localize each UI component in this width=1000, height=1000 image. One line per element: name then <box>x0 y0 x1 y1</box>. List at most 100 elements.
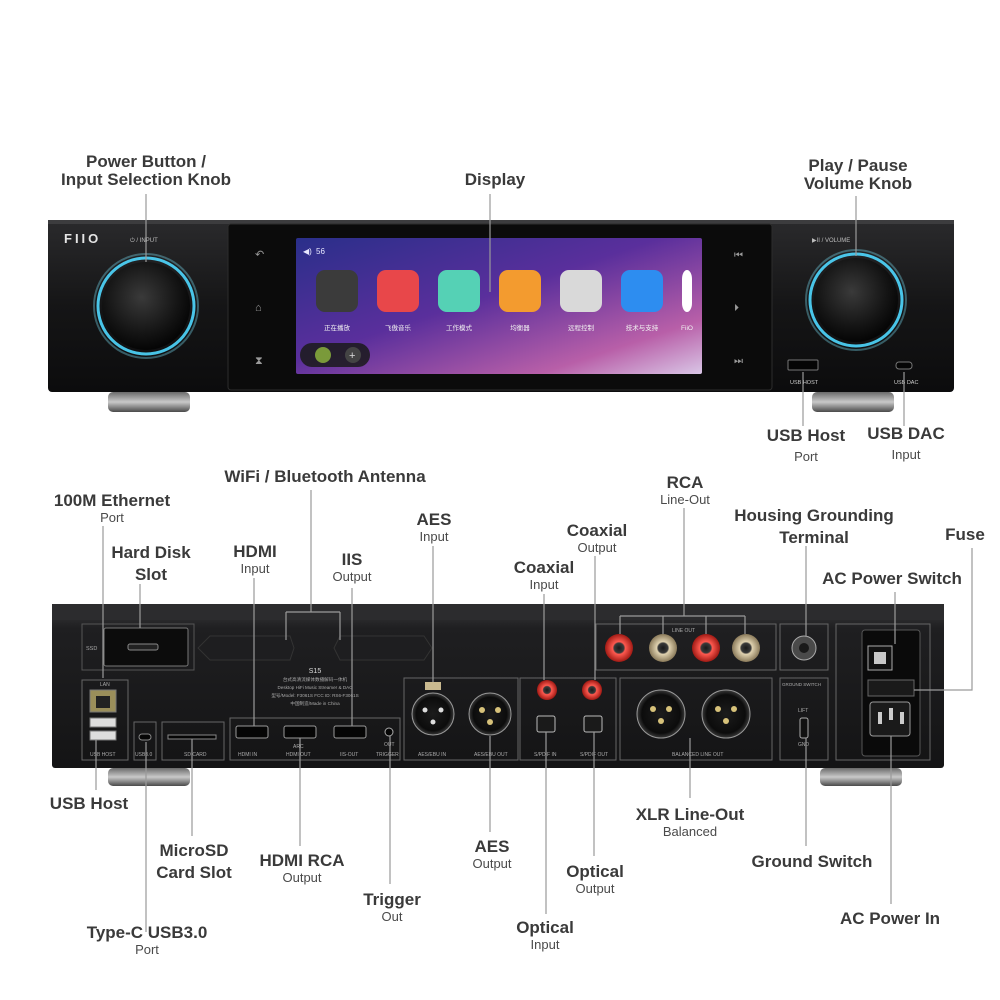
back-icon[interactable]: ↶ <box>255 249 264 261</box>
volume-knob[interactable] <box>805 249 907 351</box>
add-icon[interactable] <box>345 347 361 363</box>
microsd-slot[interactable] <box>167 734 217 740</box>
app-tile-gear-icon[interactable]: 技术与支持 <box>621 270 663 332</box>
callout-aes-output: AES Output <box>472 837 511 871</box>
usb-dac-port[interactable] <box>895 361 913 370</box>
rca-out-1-right[interactable] <box>605 634 633 662</box>
callout-title: Coaxial <box>513 558 575 577</box>
iis-out-tag: IIS-OUT <box>340 752 358 758</box>
coaxial-input-jack[interactable] <box>537 680 557 700</box>
callout-optical-output: Optical Output <box>566 862 624 897</box>
callout-title: HDMI RCA <box>259 851 345 870</box>
callout-title: Display <box>464 170 526 189</box>
usb-host-port-1[interactable] <box>89 717 117 728</box>
model-label-line: Desktop HiFi Music Streamer & DAC <box>277 685 353 690</box>
menu-icon[interactable]: ⧗ <box>255 355 263 367</box>
gnd-tag: GND <box>798 742 810 748</box>
lift-tag: LIFT <box>798 708 808 714</box>
xlr-out-left[interactable] <box>701 689 751 739</box>
front-foot-left <box>108 392 190 412</box>
rca-out-2-left[interactable] <box>732 634 760 662</box>
callout-subtitle: Port <box>135 942 159 958</box>
ground-switch[interactable] <box>799 717 809 739</box>
callout-title: Fuse <box>945 525 985 544</box>
callout-title: Hard Disk Slot <box>111 543 191 585</box>
xlr-out-right[interactable] <box>636 689 686 739</box>
hdmi-input-port[interactable] <box>235 725 269 739</box>
callout-title: Optical <box>566 862 624 881</box>
callout-ethernet: 100M Ethernet Port <box>54 491 170 526</box>
callout-iis-output: IIS Output <box>332 550 372 585</box>
model-label-line: 台式高清流媒体数播解码一体机 <box>283 676 348 683</box>
optical-output-jack[interactable] <box>583 715 603 733</box>
usb-host-port-2[interactable] <box>89 730 117 741</box>
hdmi-arc-port[interactable] <box>283 725 317 739</box>
callout-title: Trigger <box>363 890 421 909</box>
power-input-label: ⏻ / INPUT <box>130 237 158 244</box>
callout-subtitle: Balanced <box>662 824 718 840</box>
callout-subtitle: Line-Out <box>660 492 710 508</box>
callout-power-button: Power Button / Input Selection Knob <box>61 152 231 190</box>
callout-coaxial-output: Coaxial Output <box>566 521 628 555</box>
brand-logo: FIIO <box>64 231 101 246</box>
callout-title: AES <box>416 510 452 529</box>
callout-ground-switch: Ground Switch <box>751 852 873 871</box>
coaxial-output-jack[interactable] <box>582 680 602 700</box>
callout-subtitle: Port <box>100 510 124 526</box>
play-icon[interactable]: ⏵ <box>734 303 739 314</box>
app-tile-equalizer-icon[interactable]: 均衡器 <box>499 270 541 332</box>
callout-subtitle: Output <box>332 569 372 585</box>
app-tile-dots-icon[interactable]: 工作模式 <box>438 270 480 332</box>
svg-text:56: 56 <box>316 247 325 256</box>
rear-foot-left <box>108 768 190 786</box>
callout-usb-host-front: USB Host Port <box>766 426 846 464</box>
callout-subtitle: Input <box>240 561 270 577</box>
callout-typec: Type-C USB3.0 Port <box>87 923 208 958</box>
rear-foot-right <box>820 768 902 786</box>
callout-title: Ground Switch <box>751 852 873 871</box>
callout-title: MicroSD Card Slot <box>156 841 232 883</box>
aes-input-jack[interactable] <box>411 692 455 736</box>
front-panel: FIIO ⏻ / INPUT ↶ ⌂ ⧗ ⏮ ⏵ ⏭ ◀) 56 正在播放飞傲音… <box>48 220 954 412</box>
ground-switch-tag: GROUND SWITCH <box>782 682 821 687</box>
callout-subtitle: Output <box>575 881 615 897</box>
rca-out-2-right[interactable] <box>692 634 720 662</box>
callout-title: Play / Pause Volume Knob <box>803 156 913 194</box>
screen-status: ◀) <box>303 247 312 256</box>
line-out-tag: LINE OUT <box>672 628 695 634</box>
callout-title: RCA <box>666 473 704 492</box>
fuse-holder[interactable] <box>867 679 915 697</box>
callout-coaxial-input: Coaxial Input <box>513 558 575 592</box>
callout-title: USB Host <box>766 426 846 445</box>
callout-title: Coaxial <box>566 521 628 540</box>
callout-xlr: XLR Line-Out Balanced <box>636 805 745 840</box>
callout-title: WiFi / Bluetooth Antenna <box>224 467 426 486</box>
typec-usb3-port[interactable] <box>138 733 152 741</box>
trigger-jack[interactable] <box>384 727 394 737</box>
app-tile-partial-icon[interactable]: FiiO <box>681 270 693 332</box>
rca-out-1-left[interactable] <box>649 634 677 662</box>
record-icon <box>316 270 358 312</box>
model-label-line: 型号/Model: F3061S FCC ID: RS6-F3061S <box>271 692 358 699</box>
app-tile-music-note-icon[interactable]: 飞傲音乐 <box>377 270 419 332</box>
iis-output-port[interactable] <box>333 725 367 739</box>
usb-dac-tag: USB DAC <box>894 380 918 386</box>
callout-subtitle: Output <box>282 870 322 886</box>
arc-tag: ARC <box>293 744 304 750</box>
previous-icon[interactable]: ⏮ <box>734 250 743 261</box>
front-usb-host-port[interactable] <box>787 359 819 371</box>
optical-input-jack[interactable] <box>536 715 556 733</box>
callout-hard-disk: Hard Disk Slot <box>111 542 190 586</box>
next-icon[interactable]: ⏭ <box>734 356 743 367</box>
hdmi-out-tag: HDMI OUT <box>286 752 311 758</box>
app-label: 均衡器 <box>510 323 530 332</box>
home-icon[interactable]: ⌂ <box>255 302 262 314</box>
power-knob[interactable] <box>93 253 199 359</box>
aes-output-jack[interactable] <box>468 692 512 736</box>
app-tile-grid-icon[interactable]: 远程控制 <box>560 270 602 332</box>
trigger-out-tag: OUT <box>384 742 395 748</box>
app-tile-record-icon[interactable]: 正在播放 <box>316 270 358 332</box>
